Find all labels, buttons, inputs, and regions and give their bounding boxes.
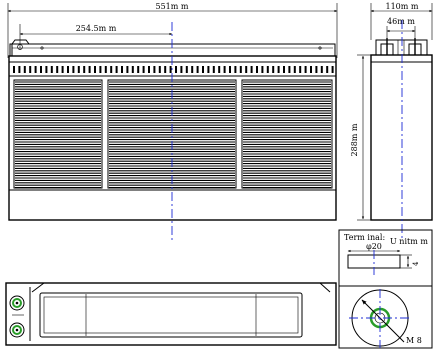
vent-slot — [223, 66, 226, 73]
height-dimension: 288m m — [350, 54, 371, 221]
vent-slot — [115, 66, 118, 73]
vent-slot — [121, 66, 123, 73]
vent-slot — [326, 66, 329, 73]
vent-slot — [304, 66, 307, 73]
vent-slot — [266, 66, 269, 73]
vent-slot — [250, 66, 253, 73]
vent-slot — [148, 66, 150, 73]
vent-slot — [191, 66, 194, 73]
vent-slot — [142, 66, 145, 73]
terminal-offset-dimension: 254.5m m — [19, 24, 173, 50]
vent-slot — [110, 66, 113, 73]
vent-slot — [229, 66, 231, 73]
vent-slot — [158, 66, 161, 73]
terminal-detail: Term inal: U nitm m φ20 4 M 8 — [338, 229, 433, 349]
battery-lid — [9, 39, 336, 57]
vent-slot — [283, 66, 285, 73]
side-view: 110m m 46m m 288m m — [350, 2, 433, 240]
front-view: 551m m 254.5m m — [7, 2, 338, 240]
vent-slot — [293, 66, 296, 73]
vent-slot — [288, 66, 291, 73]
vent-slot — [245, 66, 248, 73]
vent-slot — [72, 66, 75, 73]
terminal-spacing-label: 46m m — [387, 17, 415, 26]
top-view — [5, 282, 337, 346]
vent-slot — [61, 66, 64, 73]
diameter-label: φ20 — [366, 242, 382, 251]
vent-slot — [99, 66, 102, 73]
vent-slot — [153, 66, 156, 73]
vent-slot — [310, 66, 312, 73]
vent-slot — [239, 66, 242, 73]
vent-slot — [175, 66, 177, 73]
width-label: 110m m — [386, 2, 419, 11]
terminal-title: Term inal: — [344, 233, 385, 242]
vent-slot — [137, 66, 140, 73]
vent-slot — [185, 66, 188, 73]
vent-slot — [83, 66, 86, 73]
vent-slot — [34, 66, 37, 73]
vent-slot — [88, 66, 91, 73]
height-label: 288m m — [350, 123, 359, 156]
vent-slot — [180, 66, 183, 73]
vent-slot — [18, 66, 21, 73]
vent-slot — [126, 66, 129, 73]
vent-slot — [40, 66, 42, 73]
vent-slot — [234, 66, 237, 73]
vent-slot — [164, 66, 167, 73]
negative-terminal-icon — [9, 322, 25, 338]
terminal-spacing-dimension: 46m m — [386, 17, 415, 42]
height-label: 4 — [412, 261, 420, 266]
battery-body — [8, 55, 337, 221]
vent-slot — [320, 66, 323, 73]
vent-slot — [207, 66, 210, 73]
vent-slot — [277, 66, 280, 73]
vent-strip — [8, 61, 337, 77]
vent-slot — [331, 66, 334, 73]
vent-slot — [272, 66, 275, 73]
vent-slot — [169, 66, 172, 73]
thread-label: M 8 — [406, 336, 422, 345]
vent-slot — [94, 66, 96, 73]
vent-slot — [13, 66, 15, 73]
units-label: U nitm m — [390, 237, 428, 246]
vent-slot — [77, 66, 80, 73]
vent-slot — [23, 66, 26, 73]
vent-slot — [212, 66, 215, 73]
vent-slot — [196, 66, 199, 73]
positive-terminal-icon — [9, 295, 25, 311]
vent-slot — [256, 66, 258, 73]
vent-slot — [104, 66, 107, 73]
terminal-offset-label: 254.5m m — [76, 24, 117, 33]
vent-slot — [50, 66, 53, 73]
vent-slot — [202, 66, 204, 73]
vent-slot — [45, 66, 48, 73]
vent-slot — [299, 66, 302, 73]
vent-slot — [67, 66, 69, 73]
vent-slot — [218, 66, 221, 73]
length-label: 551m m — [156, 2, 189, 11]
length-dimension: 551m m — [7, 2, 338, 58]
vent-slot — [29, 66, 32, 73]
vent-slot — [261, 66, 264, 73]
vent-slot — [56, 66, 59, 73]
width-dimension: 110m m — [370, 2, 433, 40]
vent-slot — [315, 66, 318, 73]
vent-slot — [131, 66, 134, 73]
